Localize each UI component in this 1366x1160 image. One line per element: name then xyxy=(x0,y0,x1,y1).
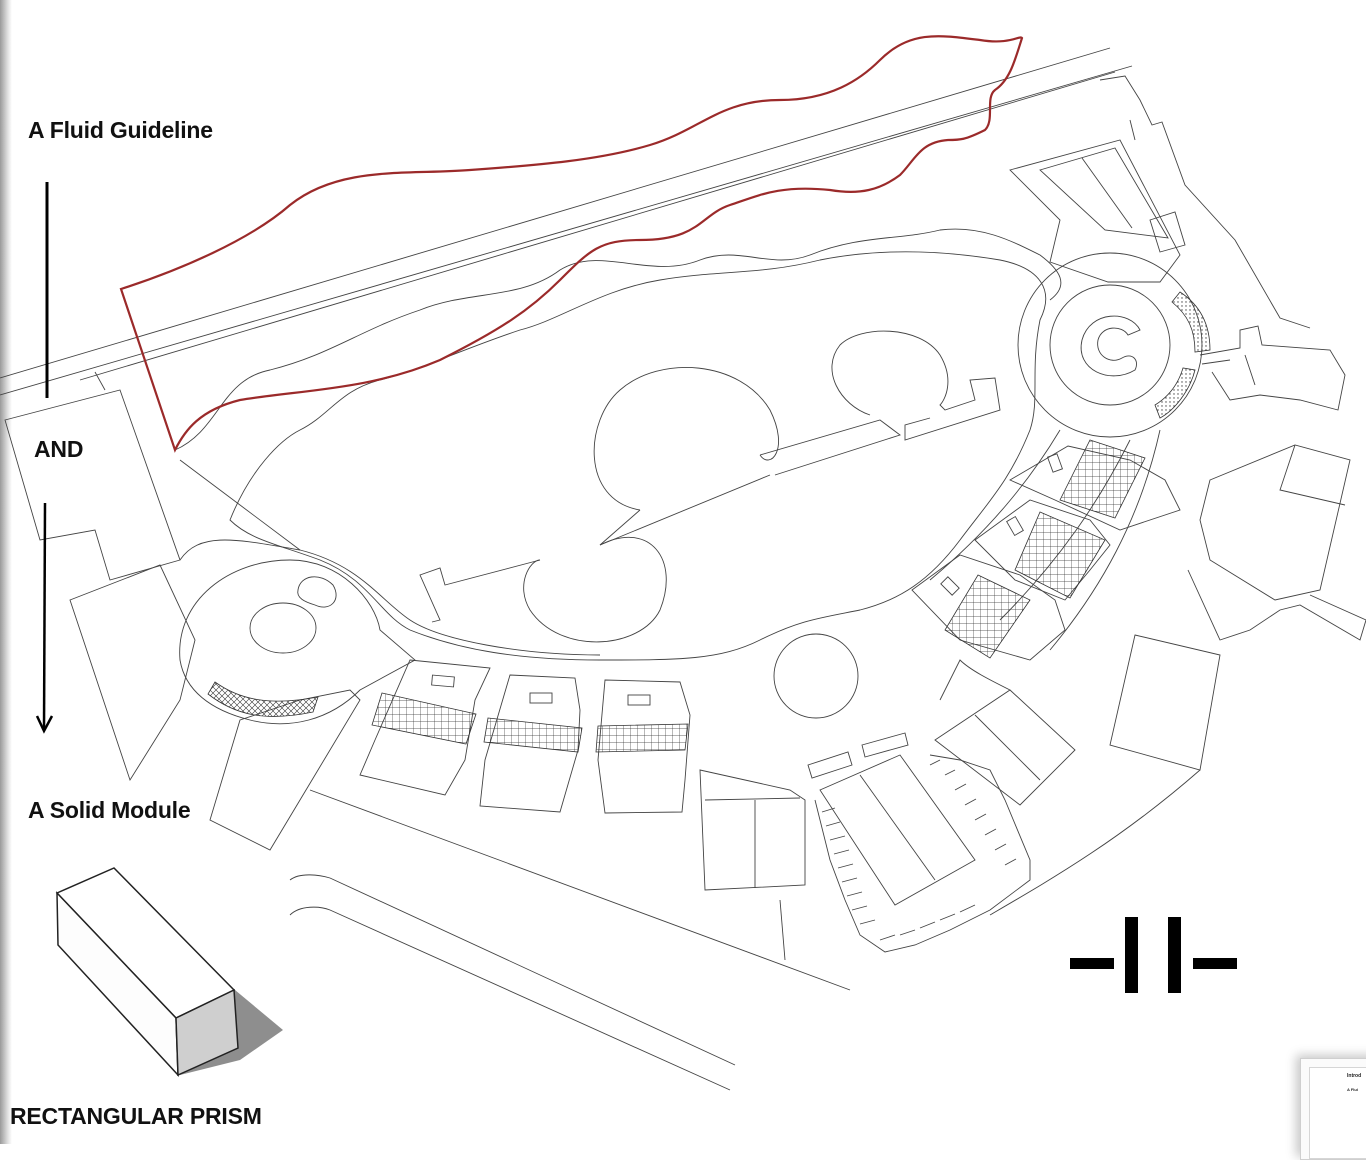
terrace-grid xyxy=(483,717,583,753)
building xyxy=(1149,211,1186,253)
access-road xyxy=(1244,354,1256,386)
unit-block xyxy=(597,679,691,814)
terrace-grid xyxy=(944,574,1031,659)
building xyxy=(1109,634,1221,771)
composition-symbol-icon xyxy=(1070,917,1237,993)
unit-marker xyxy=(940,576,960,596)
building xyxy=(1187,569,1366,641)
unit-marker xyxy=(1006,515,1024,537)
lawn-loop xyxy=(523,536,667,643)
stepped-blocks xyxy=(814,754,1031,953)
access-road xyxy=(1201,359,1231,365)
unit-marker xyxy=(627,694,651,706)
building xyxy=(699,769,806,891)
road xyxy=(309,789,851,991)
lawn-outline xyxy=(229,251,1047,661)
building xyxy=(4,389,181,581)
fluid-guideline-label: A Fluid Guideline xyxy=(28,117,213,143)
access-road xyxy=(1199,325,1346,411)
roundabout-inner xyxy=(297,576,337,608)
terrace-grid xyxy=(1014,511,1106,599)
unit-marker xyxy=(529,692,553,704)
unit-marker xyxy=(1046,453,1064,473)
lawn-circle xyxy=(773,633,859,719)
paving-strip xyxy=(207,681,319,717)
roundabout-inner xyxy=(249,602,317,654)
unit-block xyxy=(974,499,1111,601)
thumbnail-page xyxy=(1309,1067,1366,1159)
thumbnail-subtitle: A Flui xyxy=(1347,1087,1358,1092)
terrace-grid xyxy=(371,692,477,745)
unit-block xyxy=(479,674,581,813)
lawn-loop xyxy=(759,419,901,476)
plaza xyxy=(807,751,853,779)
building xyxy=(1279,444,1346,506)
stepped-blocks xyxy=(879,904,976,941)
slide-thumbnail[interactable]: Introd A Flui xyxy=(1300,1058,1366,1160)
fluid-guideline-shape xyxy=(119,35,1024,453)
building xyxy=(974,714,1041,781)
building xyxy=(69,564,196,782)
unit-block xyxy=(359,659,491,796)
terrace-grid xyxy=(1059,439,1146,519)
rectangular-prism-label: RECTANGULAR PRISM xyxy=(10,1103,262,1129)
road xyxy=(939,659,1011,701)
walkway xyxy=(179,539,601,656)
unit-marker xyxy=(431,674,455,688)
roundabout-inner xyxy=(1049,284,1171,406)
building xyxy=(1009,139,1181,283)
walkway xyxy=(179,459,301,551)
thumbnail-title: Introd xyxy=(1347,1073,1362,1079)
building xyxy=(1081,157,1133,229)
paving-strip xyxy=(1154,367,1196,419)
stepped-blocks xyxy=(929,759,1017,866)
terrace-grid xyxy=(595,723,689,753)
road xyxy=(989,769,1201,916)
site-boundary xyxy=(1129,119,1136,141)
lawn-loop xyxy=(593,366,779,511)
road-line xyxy=(79,71,1116,381)
page-edge-shadow xyxy=(0,0,12,1144)
roundabout xyxy=(1017,252,1203,438)
building xyxy=(934,689,1076,806)
lawn-loop xyxy=(419,559,541,623)
walkway xyxy=(599,509,641,546)
plaza xyxy=(861,732,909,758)
paving-strip xyxy=(1171,291,1211,353)
solid-module-label: A Solid Module xyxy=(28,797,191,823)
rectangular-prism-icon xyxy=(55,867,283,1077)
building xyxy=(1199,444,1351,601)
stepped-blocks xyxy=(821,807,876,925)
building xyxy=(704,797,801,801)
walkway xyxy=(599,474,771,546)
road xyxy=(289,906,731,1091)
road-line xyxy=(0,47,1111,379)
site-boundary xyxy=(1099,75,1311,329)
building xyxy=(1039,147,1169,239)
roundabout xyxy=(179,559,416,725)
road xyxy=(289,874,736,1066)
landscape-edge xyxy=(174,228,1062,451)
plaza xyxy=(859,774,936,881)
unit-block xyxy=(1009,445,1181,531)
c-island xyxy=(1080,315,1141,377)
lawn-loop xyxy=(831,330,1001,441)
building xyxy=(94,371,106,391)
unit-arc xyxy=(1049,429,1161,651)
road xyxy=(779,899,786,961)
and-label: AND xyxy=(34,436,84,462)
road-line xyxy=(0,65,1133,396)
plaza xyxy=(819,754,976,906)
arrow-down-icon xyxy=(35,502,54,734)
